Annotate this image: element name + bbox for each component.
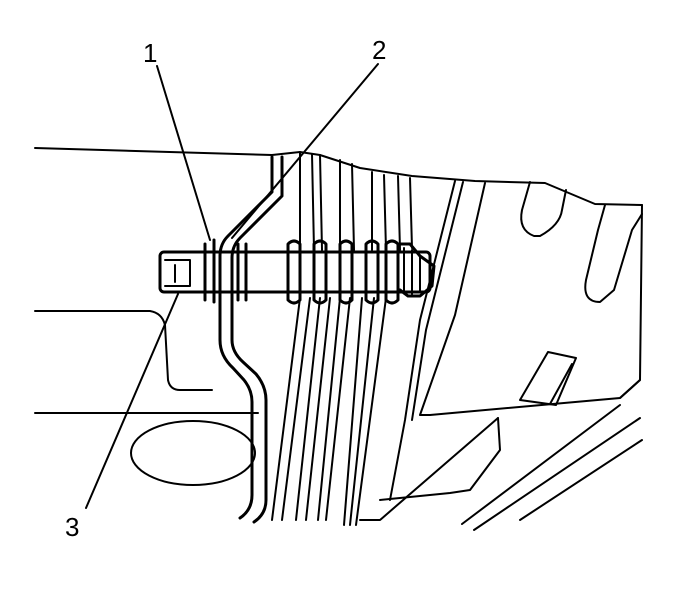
- leader-lines: [85, 63, 379, 509]
- right-body-panel: [359, 180, 643, 531]
- mounting-bracket: [218, 155, 284, 524]
- upper-panel: [34, 147, 643, 206]
- wire-harness: [271, 151, 413, 526]
- leader-line-1: [156, 65, 211, 241]
- callout-label-1: 1: [143, 38, 158, 68]
- leader-line-2: [231, 63, 379, 239]
- callout-label-3: 3: [65, 512, 80, 542]
- left-body-panel: [34, 310, 259, 414]
- harness-clip: [158, 238, 436, 305]
- access-hole: [130, 420, 256, 486]
- leader-line-3: [85, 293, 179, 509]
- callout-label-2: 2: [372, 35, 387, 65]
